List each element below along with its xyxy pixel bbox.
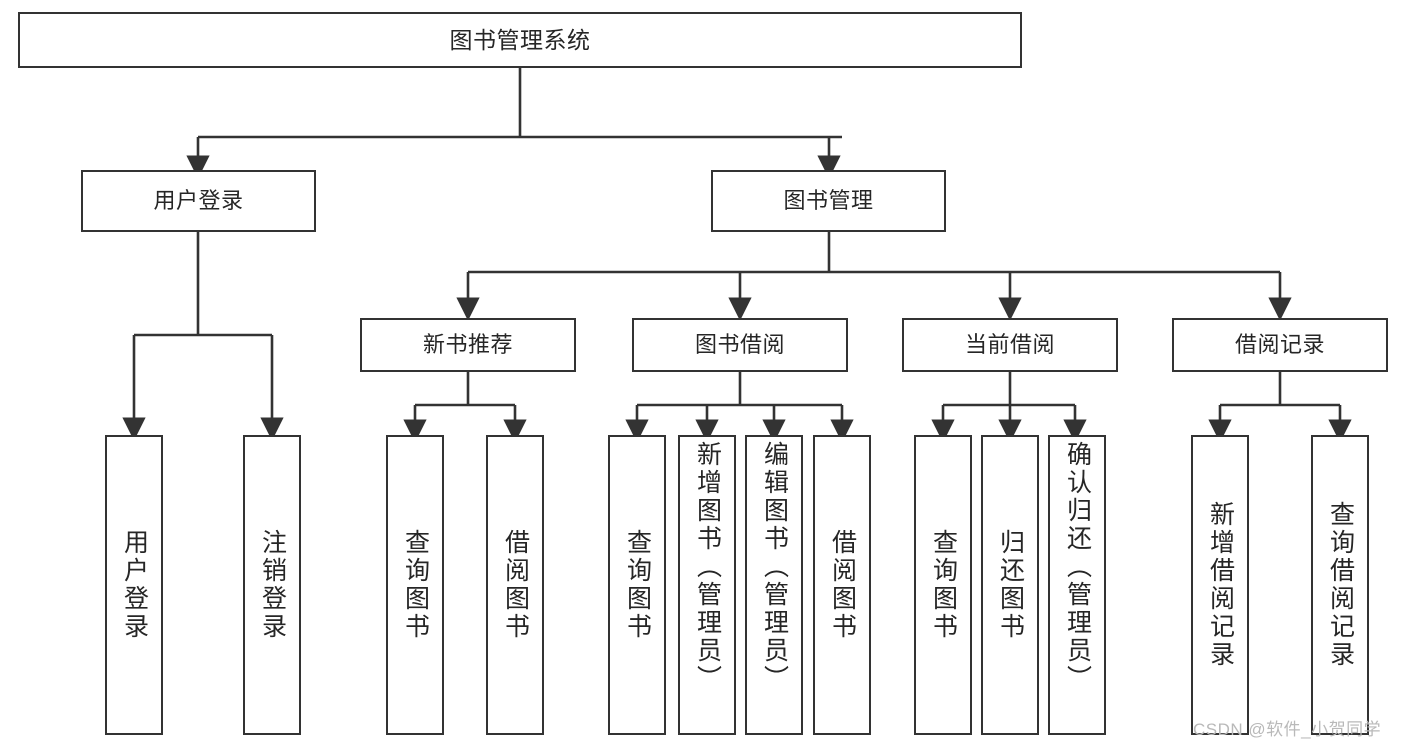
node-label: 当前借阅 [964, 332, 1055, 358]
node-label: 图书借阅 [694, 332, 785, 358]
leaf-confirm-return-admin[interactable]: 确认归还（管理员） [1048, 435, 1106, 735]
node-borrow-record[interactable]: 借阅记录 [1172, 318, 1388, 372]
node-label: 新增图书（管理员） [693, 441, 722, 693]
node-book-management[interactable]: 图书管理 [711, 170, 946, 232]
node-label: 归还图书 [996, 529, 1025, 641]
leaf-edit-book-admin[interactable]: 编辑图书（管理员） [745, 435, 803, 735]
leaf-borrow-book-recommend[interactable]: 借阅图书 [486, 435, 544, 735]
node-label: 借阅图书 [828, 529, 857, 641]
leaf-query-book-current[interactable]: 查询图书 [914, 435, 972, 735]
leaf-query-book-borrow[interactable]: 查询图书 [608, 435, 666, 735]
node-current-borrow[interactable]: 当前借阅 [902, 318, 1118, 372]
node-label: 注销登录 [258, 529, 287, 641]
node-label: 图书管理系统 [449, 26, 591, 53]
node-user-login[interactable]: 用户登录 [81, 170, 316, 232]
node-label: 查询图书 [401, 529, 430, 641]
leaf-borrow-book[interactable]: 借阅图书 [813, 435, 871, 735]
leaf-return-book[interactable]: 归还图书 [981, 435, 1039, 735]
node-label: 用户登录 [153, 188, 244, 214]
leaf-logout-login[interactable]: 注销登录 [243, 435, 301, 735]
node-label: 借阅记录 [1234, 332, 1325, 358]
leaf-query-borrow-record[interactable]: 查询借阅记录 [1311, 435, 1369, 735]
node-label: 确认归还（管理员） [1063, 441, 1092, 693]
leaf-user-login[interactable]: 用户登录 [105, 435, 163, 735]
leaf-add-borrow-record[interactable]: 新增借阅记录 [1191, 435, 1249, 735]
node-label: 新增借阅记录 [1206, 501, 1235, 669]
node-new-book-recommend[interactable]: 新书推荐 [360, 318, 576, 372]
node-label: 编辑图书（管理员） [760, 441, 789, 693]
leaf-query-book-recommend[interactable]: 查询图书 [386, 435, 444, 735]
node-label: 查询借阅记录 [1326, 501, 1355, 669]
node-book-borrow[interactable]: 图书借阅 [632, 318, 848, 372]
node-label: 用户登录 [120, 529, 149, 641]
node-root-book-management-system[interactable]: 图书管理系统 [18, 12, 1022, 68]
node-label: 图书管理 [783, 188, 874, 214]
node-label: 查询图书 [623, 529, 652, 641]
node-label: 查询图书 [929, 529, 958, 641]
leaf-add-book-admin[interactable]: 新增图书（管理员） [678, 435, 736, 735]
node-label: 新书推荐 [422, 332, 513, 358]
node-label: 借阅图书 [501, 529, 530, 641]
watermark-text: CSDN @软件_小贺同学 [1193, 720, 1382, 739]
